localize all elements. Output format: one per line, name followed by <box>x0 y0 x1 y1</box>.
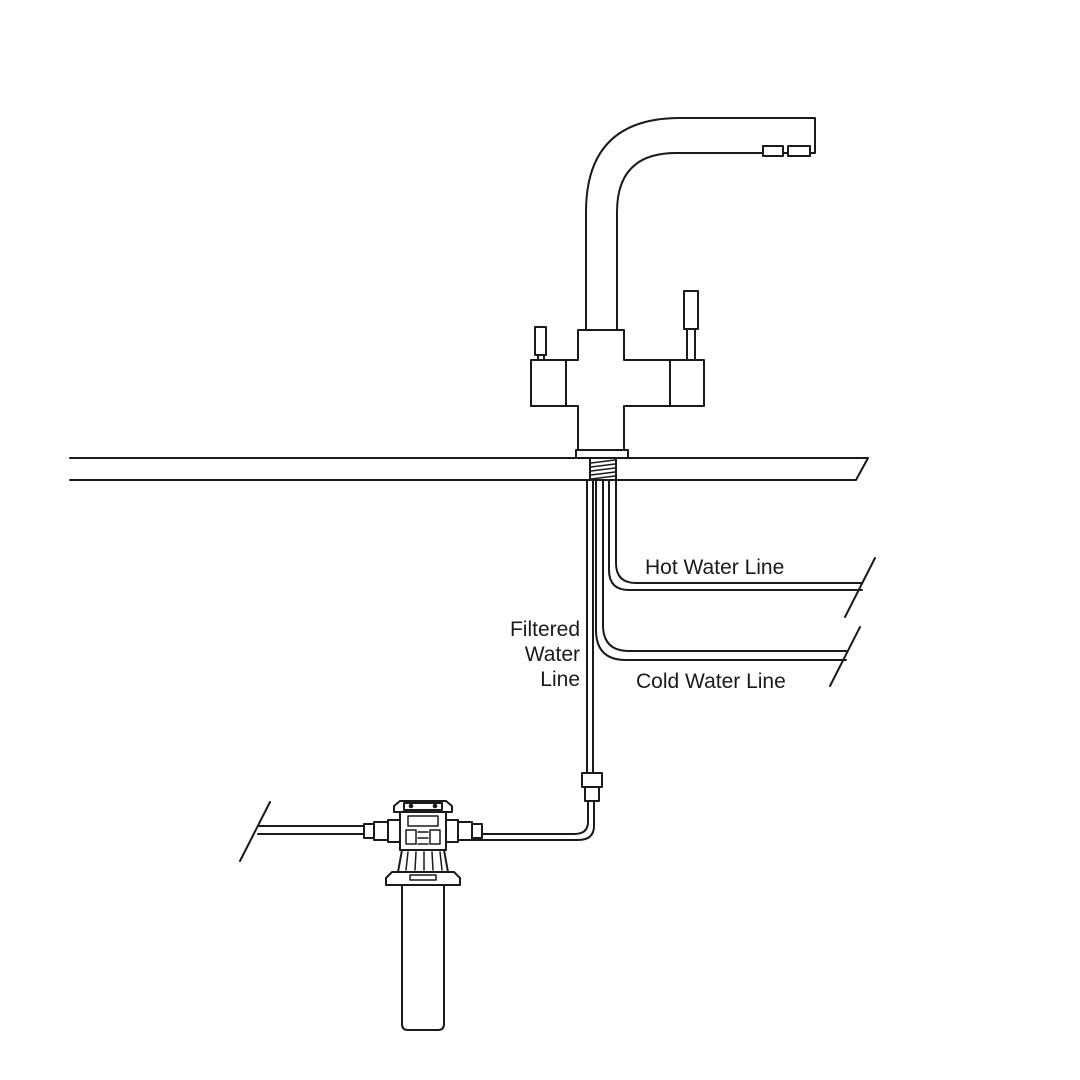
filtered-water-line-label-line-2: Water <box>524 643 580 666</box>
cold-water-line <box>595 479 861 687</box>
left-handle <box>530 326 567 407</box>
filtered-water-line-label: Filtered Water Line <box>510 617 580 692</box>
filtered-water-line <box>469 479 603 841</box>
faucet-body <box>565 329 671 451</box>
filter-head <box>363 800 483 886</box>
inlet-supply-line <box>239 801 371 862</box>
cold-water-line-label: Cold Water Line <box>636 670 786 693</box>
hot-water-line-label: Hot Water Line <box>645 556 785 579</box>
faucet-spout <box>585 117 816 331</box>
spout-outlet-left <box>762 145 784 157</box>
hot-water-line <box>608 479 876 618</box>
right-handle <box>669 290 705 407</box>
countertop <box>69 457 869 481</box>
spout-outlet-right <box>787 145 811 157</box>
quick-connect-fitting <box>581 772 603 788</box>
faucet-base <box>575 449 629 459</box>
filtered-water-line-label-line-3: Line <box>540 668 580 691</box>
threaded-shank <box>589 457 617 481</box>
filtered-water-line-label-line-1: Filtered <box>509 618 580 641</box>
filter-cartridge <box>401 884 445 1031</box>
